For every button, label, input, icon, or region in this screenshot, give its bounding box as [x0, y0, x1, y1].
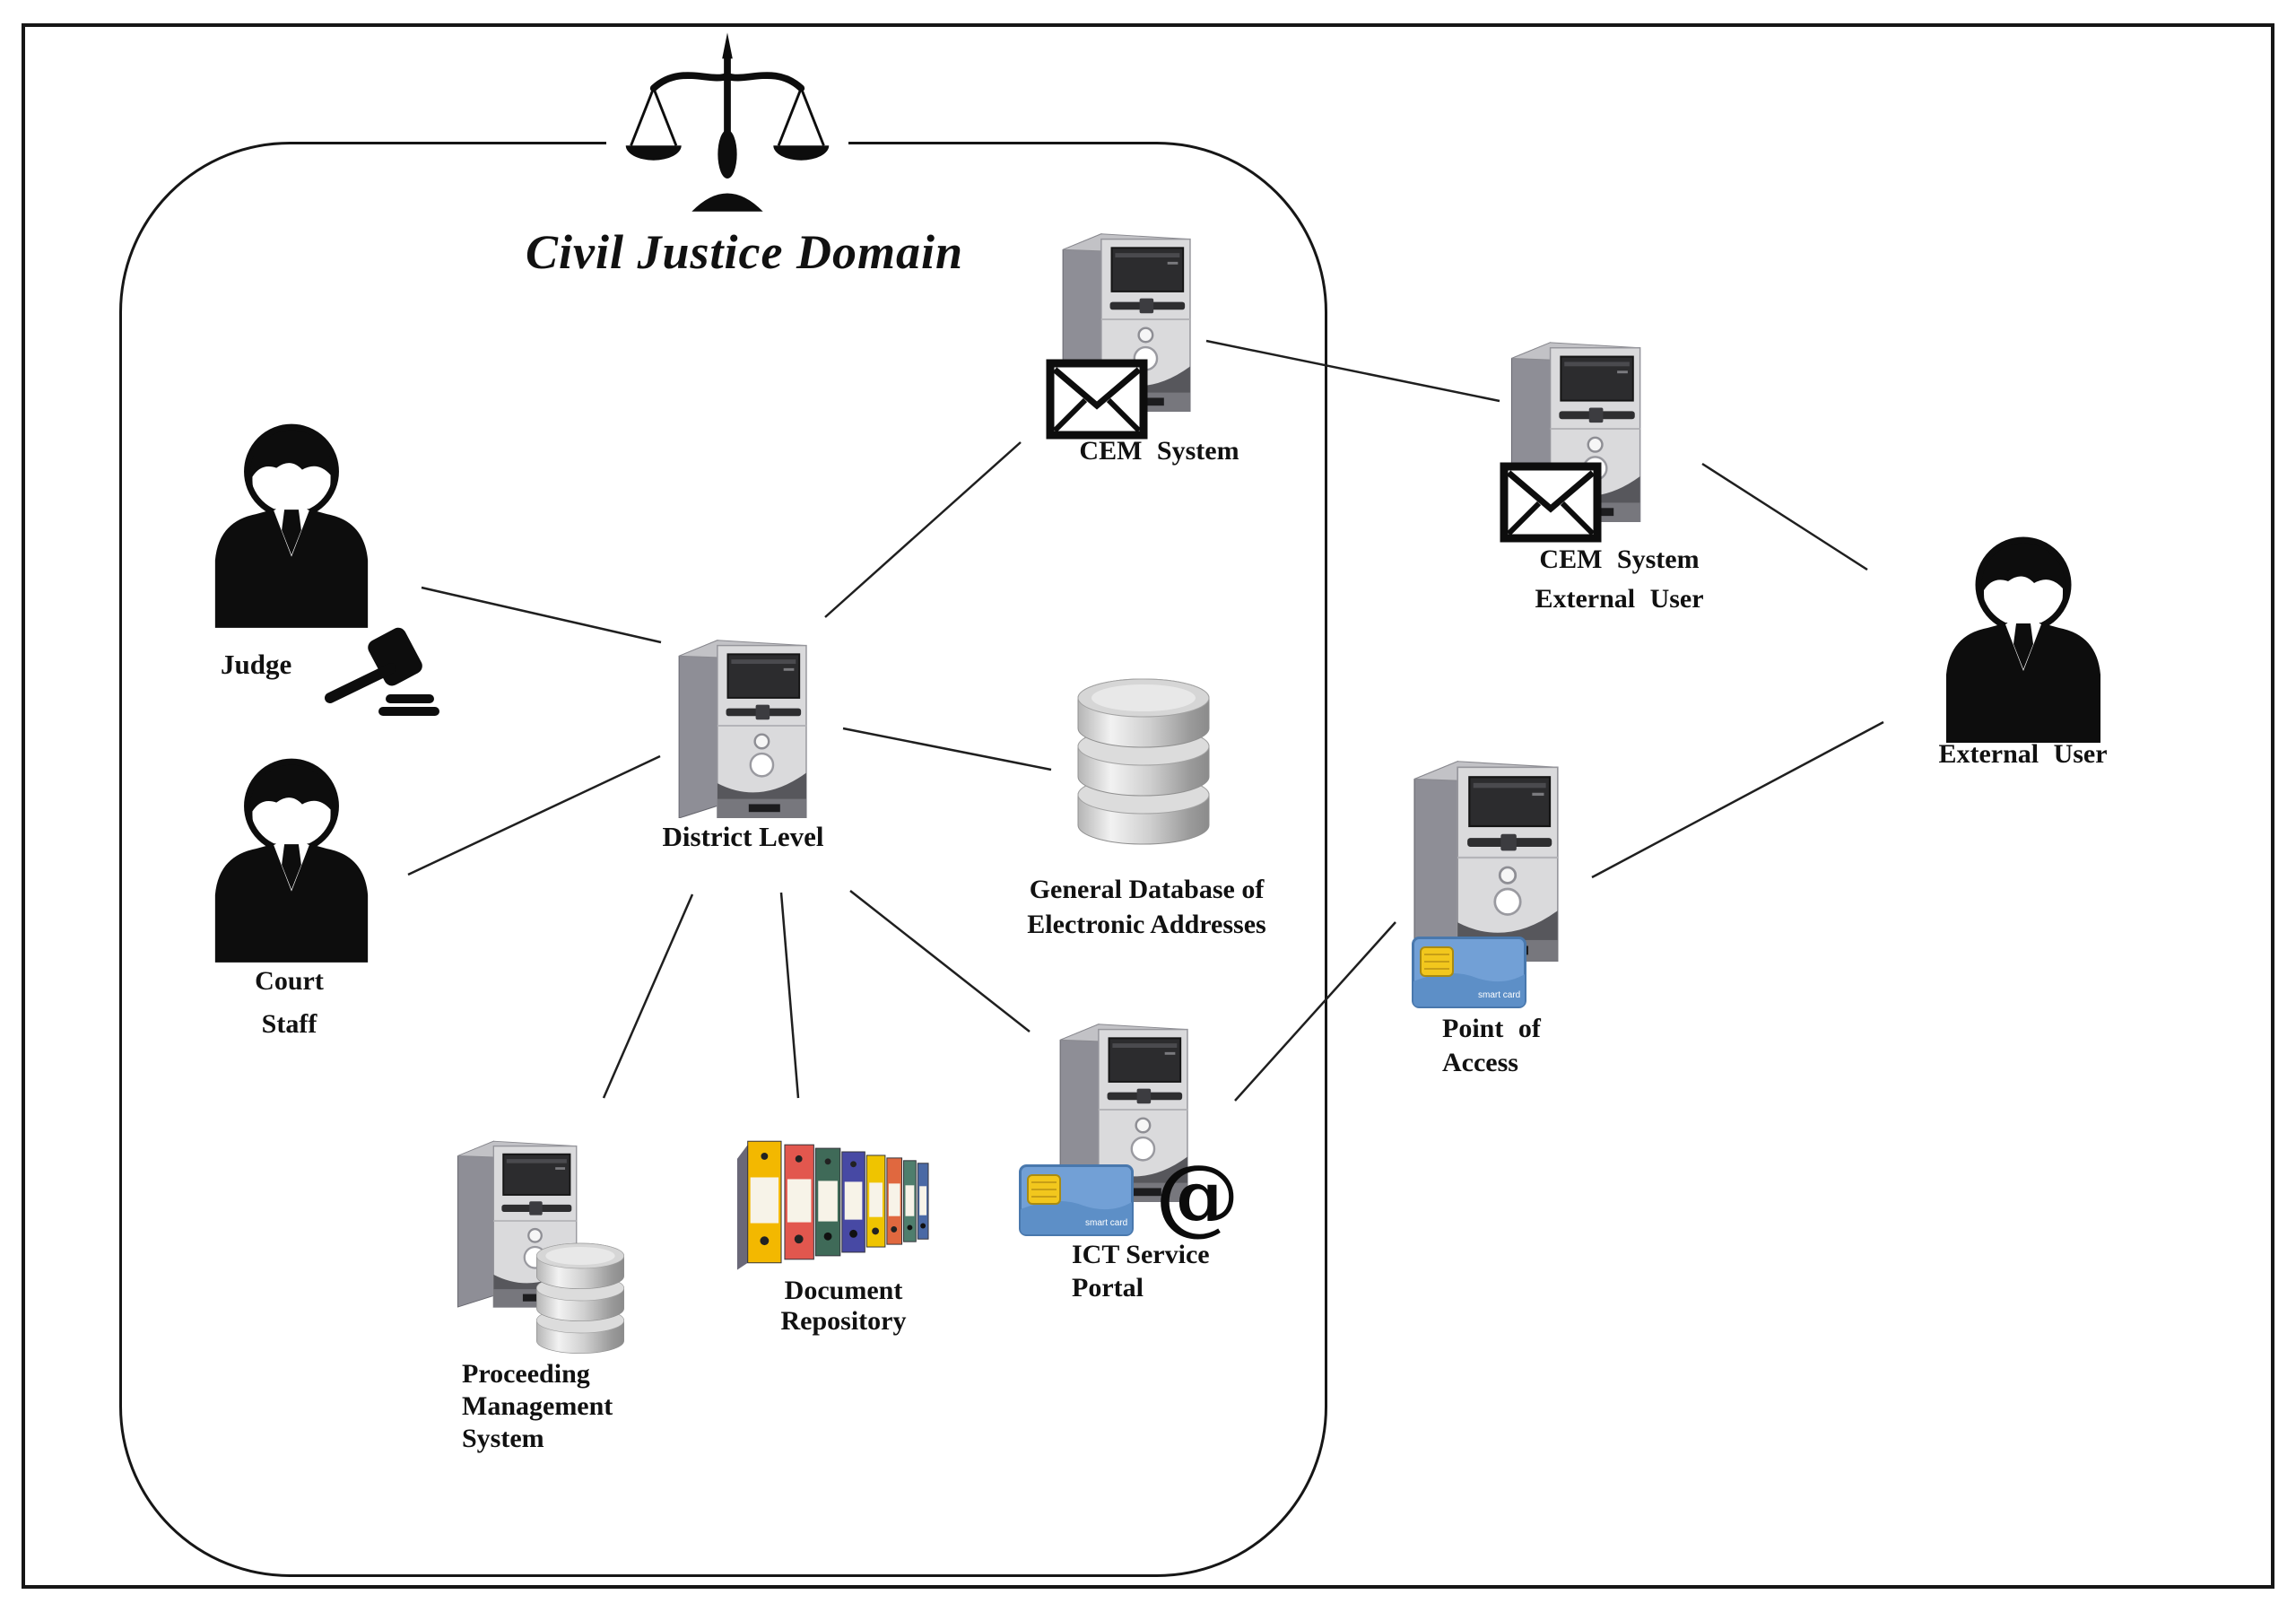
database-icon: [1077, 678, 1210, 845]
court-staff-label: Court Staff: [215, 960, 363, 1046]
person-icon: [203, 756, 380, 963]
computer-tower-icon: [677, 639, 808, 818]
ict-service-portal-label-line2: Portal: [1072, 1273, 1144, 1303]
proceeding-management-system-label-line3: System: [462, 1424, 544, 1453]
computer-tower-icon: [1413, 760, 1560, 962]
proceeding-management-system-label-line2: Management: [462, 1391, 613, 1421]
cem-system-external-user-label-line1: CEM System: [1539, 545, 1700, 574]
general-database-label-line1: General Database of: [1029, 875, 1265, 904]
ict-service-portal-label: ICT Service Portal: [1072, 1238, 1210, 1304]
database-icon: [535, 1242, 625, 1355]
general-database-label: General Database of Electronic Addresses: [1001, 872, 1292, 942]
smart-card-text: smart card: [1085, 1218, 1127, 1228]
domain-title: Civil Justice Domain: [525, 225, 964, 279]
person-icon: [1934, 535, 2113, 743]
proceeding-management-system-label-line1: Proceeding: [462, 1359, 590, 1389]
envelope-icon: [1500, 462, 1602, 543]
judge-label: Judge: [221, 649, 292, 680]
person-icon: [203, 422, 380, 628]
gavel-icon: [319, 617, 447, 718]
court-staff-label-line2: Staff: [261, 1009, 317, 1039]
point-of-access-label-line2: Access: [1442, 1048, 1518, 1077]
external-user-label: External User: [1938, 739, 2108, 769]
cem-system-external-user-label: CEM System External User: [1514, 540, 1725, 619]
at-icon: @: [1155, 1146, 1239, 1245]
point-of-access-label: Point of Access: [1442, 1012, 1541, 1080]
document-repository-label-line1: Document: [784, 1276, 903, 1305]
proceeding-management-system-label: Proceeding Management System: [462, 1358, 613, 1455]
court-staff-label-line1: Court: [255, 966, 324, 996]
binders-icon: [736, 1140, 929, 1271]
smart-card-icon: smart card: [1019, 1164, 1134, 1236]
general-database-label-line2: Electronic Addresses: [1027, 910, 1266, 939]
point-of-access-label-line1: Point of: [1442, 1014, 1541, 1043]
scales-of-justice-icon: [619, 32, 836, 217]
ict-service-portal-label-line1: ICT Service: [1072, 1240, 1210, 1269]
envelope-icon: [1046, 359, 1148, 440]
cem-system-label: CEM System: [1079, 436, 1239, 466]
document-repository-label: Document Repository: [761, 1276, 926, 1337]
scales-of-justice-box: [606, 27, 848, 222]
smart-card-text: smart card: [1478, 990, 1520, 1000]
document-repository-label-line2: Repository: [780, 1306, 907, 1336]
cem-system-external-user-label-line2: External User: [1535, 584, 1704, 614]
district-level-label: District Level: [662, 821, 824, 852]
smart-card-icon: smart card: [1412, 937, 1526, 1008]
outer-border: [22, 23, 2274, 1589]
